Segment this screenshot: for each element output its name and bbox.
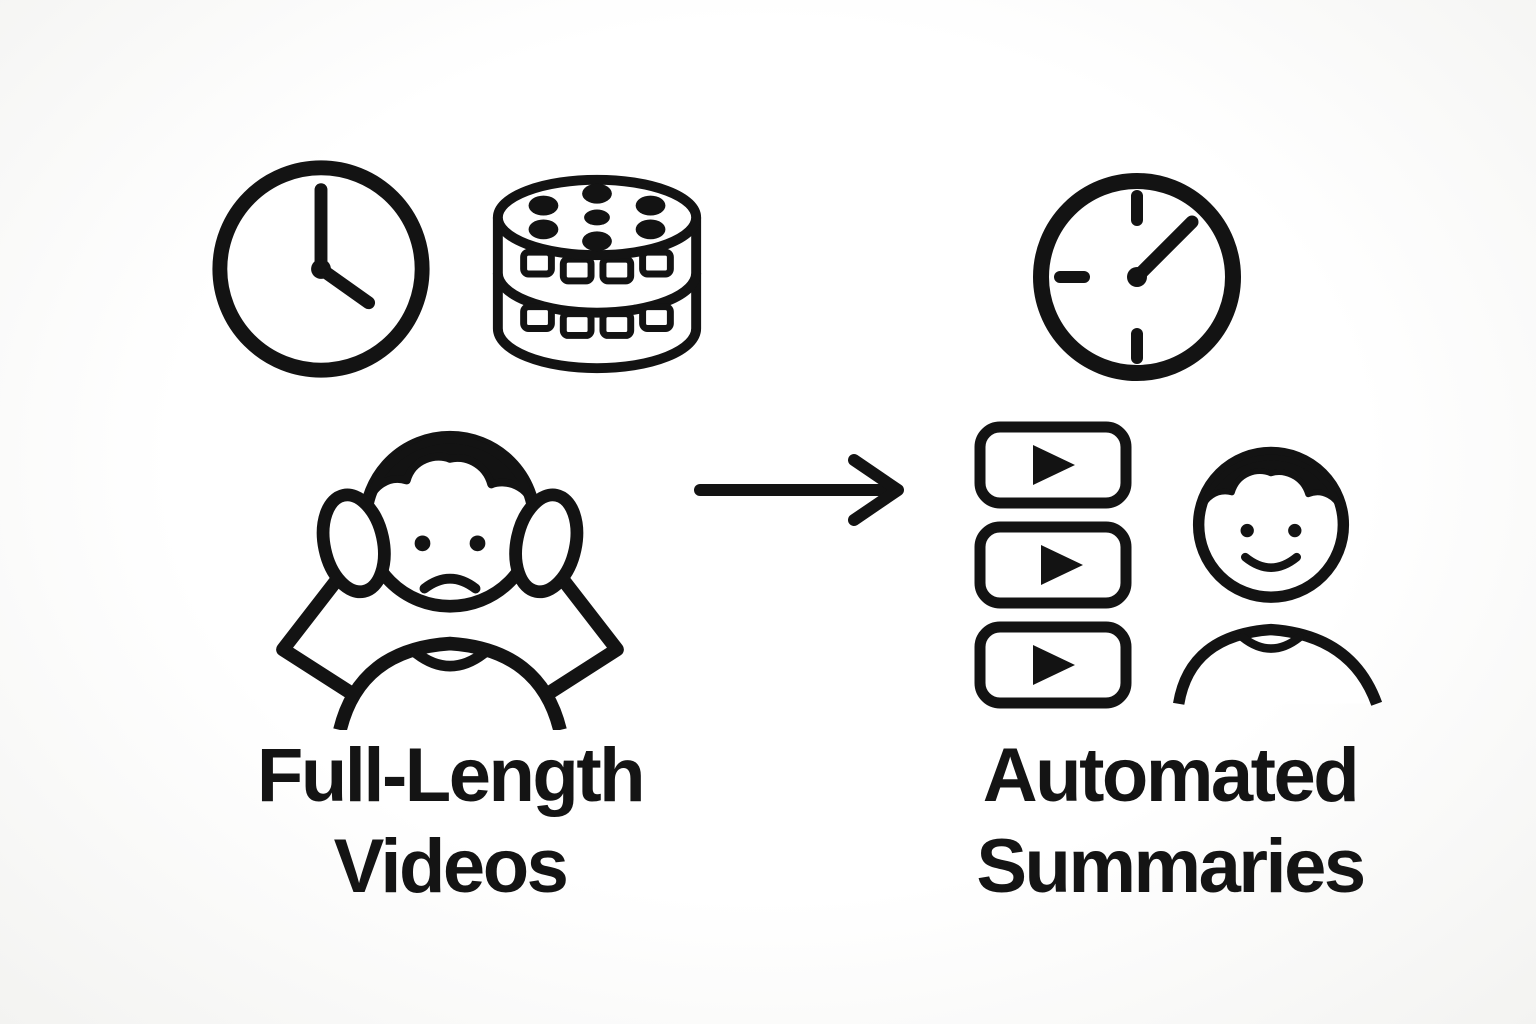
full-length-videos-label-line1: Full-Length xyxy=(256,733,646,818)
video-thumbnail-icon xyxy=(974,521,1132,609)
automated-summaries-label-line1: Automated xyxy=(982,733,1360,818)
full-length-videos-label-line2: Videos xyxy=(333,824,569,910)
video-summary-list-icon xyxy=(972,420,1134,710)
short-time-clock-icon xyxy=(1033,173,1241,381)
film-reel-stack-icon xyxy=(492,174,702,374)
automated-summaries-label: Automated Summaries xyxy=(860,730,1480,912)
happy-person-icon xyxy=(1173,446,1383,706)
video-thumbnail-icon xyxy=(974,621,1132,709)
clock-icon xyxy=(212,160,430,378)
stressed-person-icon xyxy=(276,430,624,730)
automated-summaries-label-line2: Summaries xyxy=(976,824,1366,910)
transform-arrow-icon xyxy=(694,454,904,526)
full-length-videos-label: Full-Length Videos xyxy=(110,730,790,912)
video-thumbnail-icon xyxy=(974,421,1132,509)
